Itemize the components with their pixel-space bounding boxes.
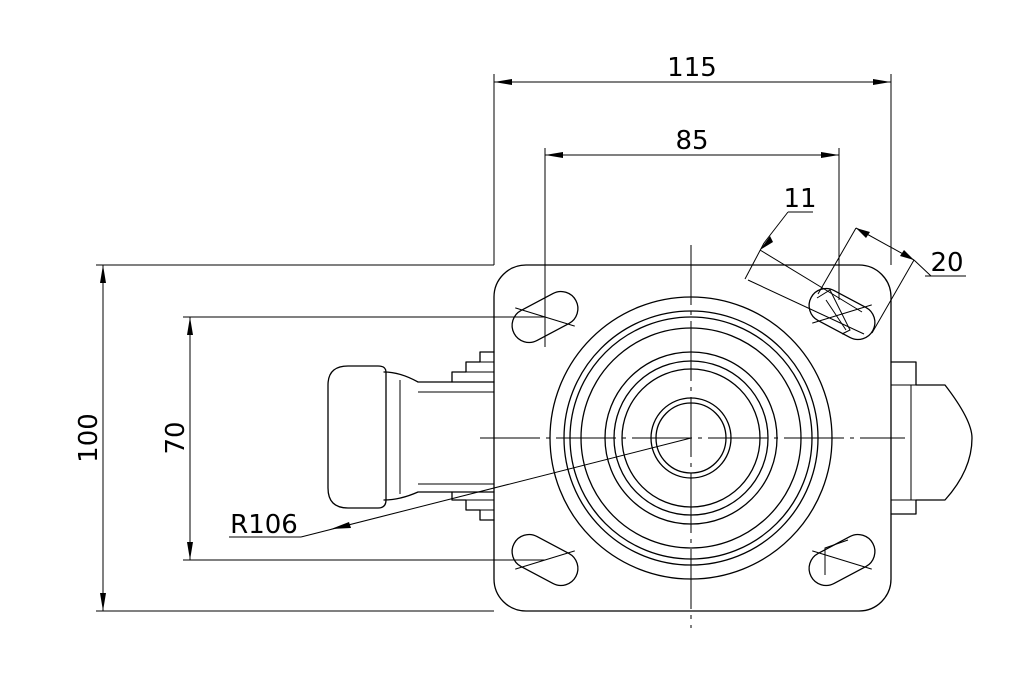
center-lines [480,245,905,628]
dimension-11-label: 11 [783,184,816,214]
dimension-70-label: 70 [161,421,191,454]
dimension-100-label: 100 [74,413,104,463]
dimension-r106-label: R106 [230,510,298,540]
dimension-overall-height: 100 [74,264,494,612]
dimension-hole-spacing-x: 85 [544,126,840,300]
dimension-20-label: 20 [930,248,963,278]
dimension-85-label: 85 [675,126,708,156]
wheel-housing-right [890,361,973,515]
brake-lever [327,351,495,521]
dimension-overall-width: 115 [493,53,892,265]
slot-bottom-right [808,533,876,587]
dimension-hole-spacing-y: 70 [161,316,545,561]
dimension-swivel-radius: R106 [229,437,692,540]
dimension-115-label: 115 [667,53,717,83]
dimension-hole-width: 11 [744,184,865,335]
dimension-hole-length: 20 [817,227,966,334]
